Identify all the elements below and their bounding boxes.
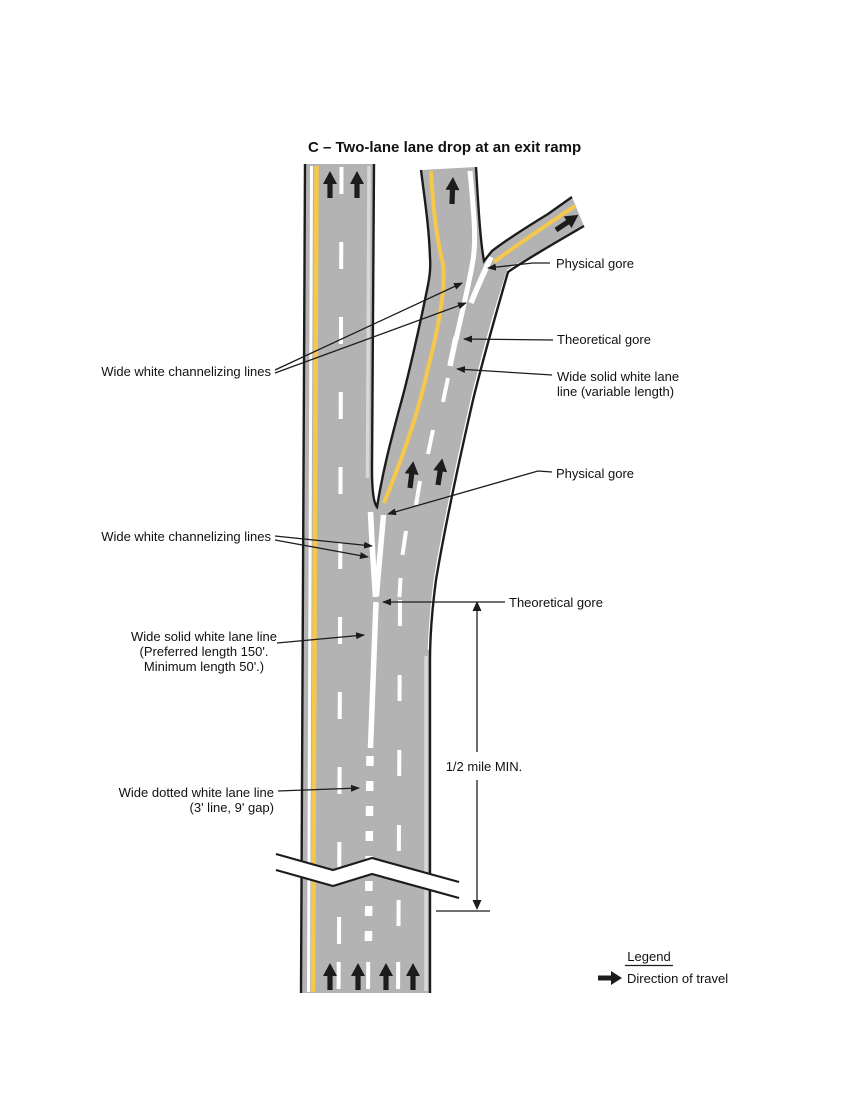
- direction-arrow-icon: [598, 971, 622, 985]
- wide-solid-lane-line-mainline: [367, 601, 379, 749]
- label-physical-gore-upper: Physical gore: [556, 256, 634, 271]
- channelizing-line-upper-left: [453, 170, 478, 341]
- legend-item-label: Direction of travel: [627, 971, 728, 986]
- wide-dotted-lane-line: [364, 755, 374, 990]
- label-channelizing-lower: Wide white channelizing lines: [101, 529, 271, 544]
- label-wide-solid-mainline-line3: Minimum length 50'.): [144, 659, 264, 674]
- dimension-text: 1/2 mile MIN.: [446, 759, 523, 774]
- diagram-title: C – Two-lane lane drop at an exit ramp: [308, 139, 581, 156]
- leader-physical-gore-upper: [487, 262, 550, 271]
- label-wide-dotted-line2: (3' line, 9' gap): [190, 800, 274, 815]
- mainline-left-edge: [299, 163, 307, 994]
- label-channelizing-upper: Wide white channelizing lines: [101, 364, 271, 379]
- break-symbol: [275, 852, 460, 900]
- label-physical-gore-lower: Physical gore: [556, 466, 634, 481]
- leader-channelizing-lower-2: [274, 539, 369, 560]
- leader-channelizing-lower-1: [274, 535, 373, 549]
- leader-physical-gore-lower: [387, 470, 553, 516]
- legend-title: Legend: [627, 949, 670, 964]
- leader-channelizing-upper-1: [274, 282, 463, 371]
- label-wide-dotted-line1: Wide dotted white lane line: [119, 785, 274, 800]
- label-theoretical-gore-lower: Theoretical gore: [509, 595, 603, 610]
- mainline-left-edge-gap: [307, 165, 313, 993]
- leader-wide-solid-mainline: [276, 632, 365, 644]
- leader-wide-dotted: [277, 784, 360, 792]
- leader-wide-solid-variable: [456, 366, 553, 376]
- label-theoretical-gore-upper: Theoretical gore: [557, 332, 651, 347]
- channelizing-line-lower-right: [373, 514, 387, 597]
- left-branch-right-and-right-branch-upper-edge: [474, 166, 573, 264]
- dimension-text-backing: [441, 755, 527, 776]
- label-wide-solid-mainline-line2: (Preferred length 150'.: [140, 644, 269, 659]
- mainline-right-edge-line-upper: [365, 165, 371, 479]
- label-wide-solid-variable-line1: Wide solid white lane: [557, 369, 679, 384]
- wide-solid-lane-line-ramp: [447, 336, 459, 367]
- label-wide-solid-variable-line2: line (variable length): [557, 384, 674, 399]
- label-wide-solid-mainline-line1: Wide solid white lane line: [131, 629, 277, 644]
- right-lane-line-dashed: [396, 599, 402, 951]
- mainline-right-and-ramp-left-edge: [370, 163, 432, 510]
- legend: Legend Direction of travel: [598, 949, 728, 986]
- mainline-lane-line-dashed: [337, 166, 344, 951]
- ramp-yellow-edge-line: [382, 170, 446, 504]
- channelizing-line-upper-right: [468, 255, 494, 304]
- right-branch-yellow-line: [492, 204, 577, 264]
- ramp-lane-line-dashes: [397, 377, 450, 598]
- leader-theoretical-gore-upper: [463, 335, 554, 343]
- leader-channelizing-upper-2: [274, 302, 467, 374]
- dimension-line: 1/2 mile MIN.: [436, 601, 527, 912]
- mainline-yellow-edge-line: [310, 165, 319, 993]
